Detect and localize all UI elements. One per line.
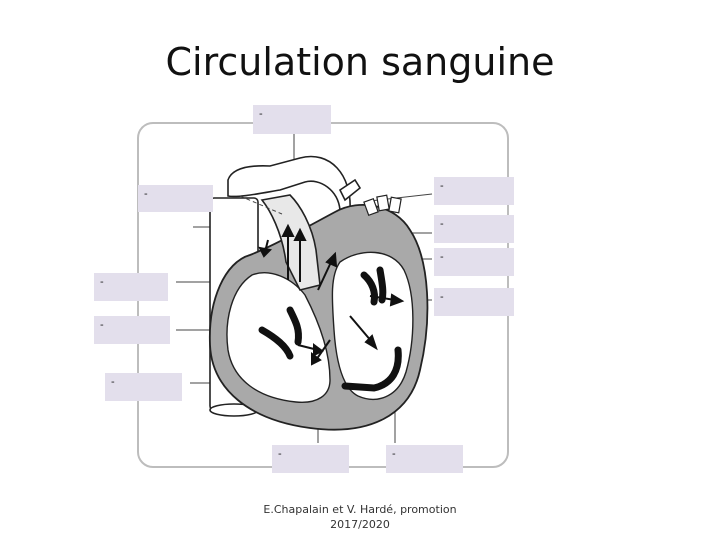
label-left-upper: - <box>138 185 213 212</box>
label-right-2: - <box>434 215 514 243</box>
diagram-title: Circulation sanguine <box>165 40 555 84</box>
label-right-4: - <box>434 288 514 316</box>
credit-text: E.Chapalain et V. Hardé, promotion 2017/… <box>250 502 470 532</box>
label-bottom-right: - <box>386 445 463 473</box>
label-left-bottom: - <box>105 373 182 401</box>
label-right-1: - <box>434 177 514 205</box>
credit-line-2: 2017/2020 <box>330 518 390 531</box>
label-top: - <box>253 105 331 134</box>
heart-wall <box>209 204 429 431</box>
flow-arrows <box>258 223 405 366</box>
pulmonary-veins <box>363 194 402 217</box>
label-right-3: - <box>434 248 514 276</box>
label-left-lower: - <box>94 316 170 344</box>
pulmonary-trunk <box>260 194 321 291</box>
curved-flow-arrows <box>258 266 402 392</box>
label-left-mid: - <box>94 273 168 301</box>
credit-line-1: E.Chapalain et V. Hardé, promotion <box>263 503 457 516</box>
dashed-line <box>239 195 283 215</box>
aortic-arch <box>227 155 362 211</box>
label-bottom-left: - <box>272 445 349 473</box>
